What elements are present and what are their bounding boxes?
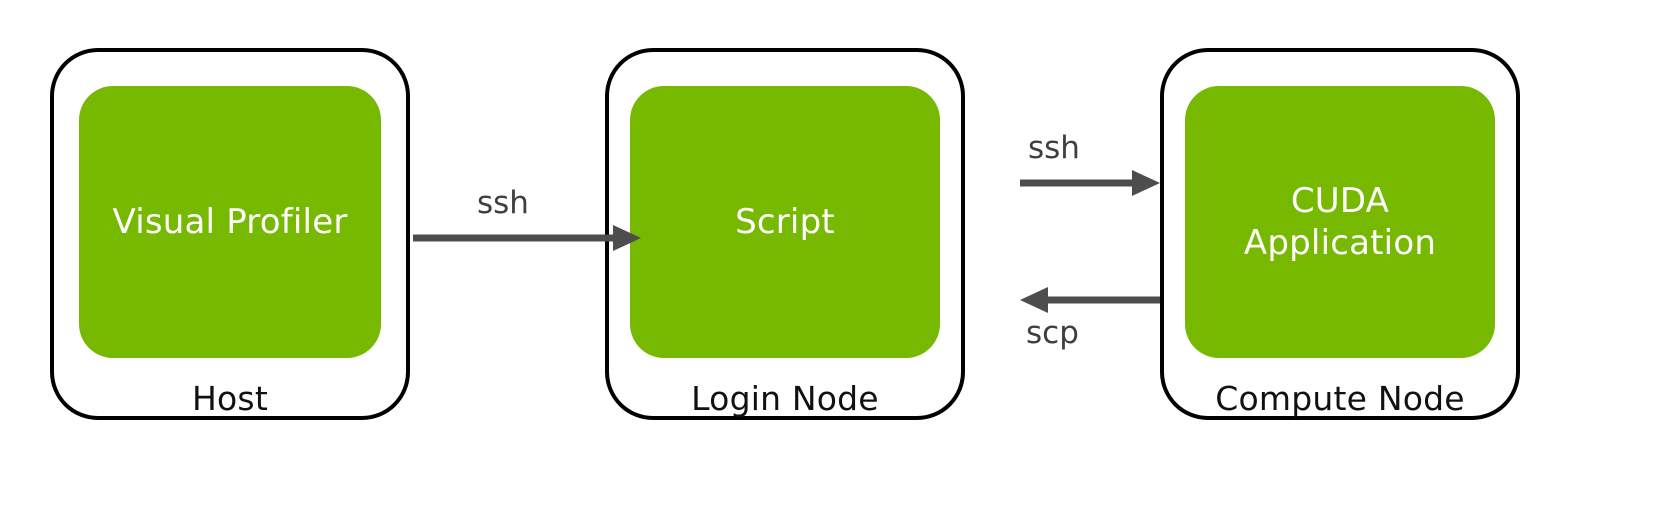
- node-host[interactable]: Visual Profiler Host: [50, 48, 410, 420]
- node-compute[interactable]: CUDA Application Compute Node: [1160, 48, 1520, 420]
- node-login[interactable]: Script Login Node: [605, 48, 965, 420]
- edge-label-ssh-login-compute: ssh: [1028, 130, 1080, 166]
- arrow-compute-to-login: [1020, 287, 1160, 313]
- edge-label-ssh-host-login: ssh: [477, 185, 529, 221]
- node-login-inner-box: Script: [630, 86, 940, 358]
- node-host-caption: Host: [192, 379, 268, 418]
- node-compute-caption: Compute Node: [1215, 379, 1465, 418]
- node-login-caption: Login Node: [691, 379, 879, 418]
- node-host-inner-box: Visual Profiler: [79, 86, 381, 358]
- arrow-login-to-compute: [1020, 170, 1160, 196]
- arrow-host-to-login: [413, 225, 641, 251]
- node-compute-inner-box: CUDA Application: [1185, 86, 1495, 358]
- edge-label-scp-compute-login: scp: [1026, 315, 1079, 351]
